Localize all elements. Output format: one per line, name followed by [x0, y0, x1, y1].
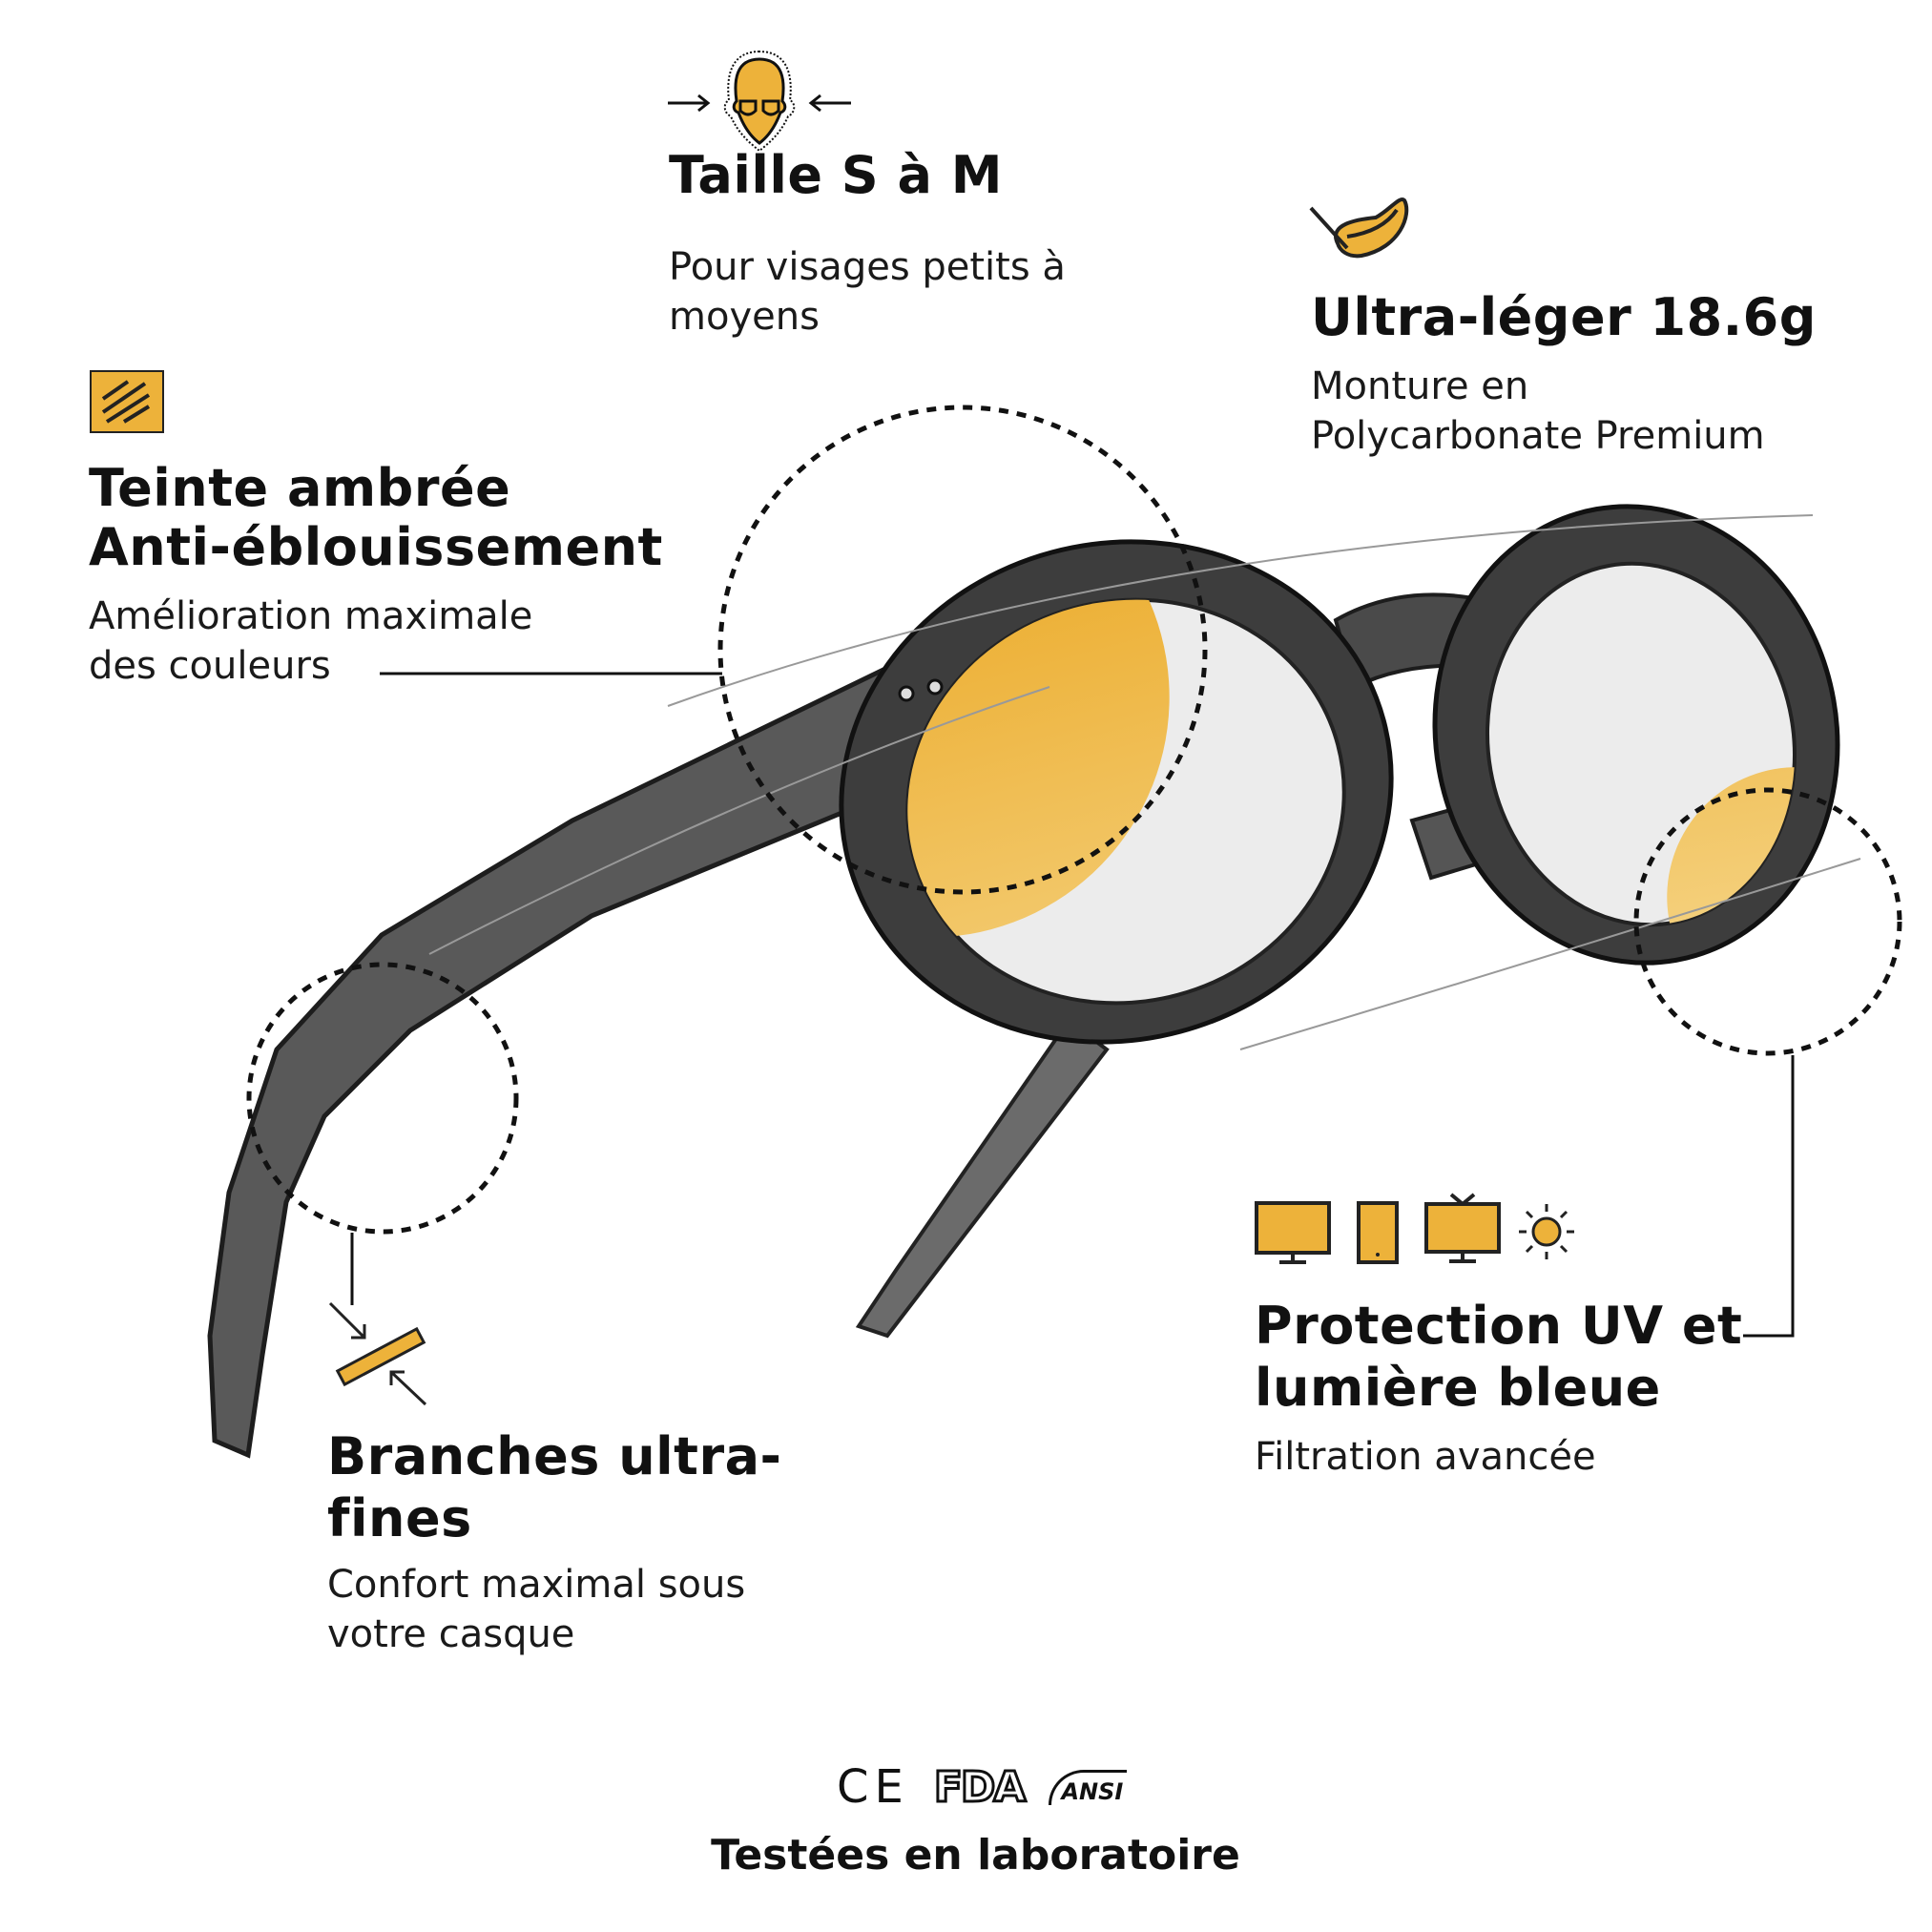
sun-icon: [1519, 1204, 1574, 1259]
tint-subtitle-line1: Amélioration maximale: [89, 594, 533, 638]
callout-circle-tint: [717, 405, 1208, 895]
tint-title-line2: Anti-éblouissement: [89, 517, 663, 577]
temples-subtitle-line2: votre casque: [327, 1612, 575, 1656]
certification-caption: Testées en laboratoire: [711, 1831, 1240, 1880]
ce-logo: CE: [837, 1760, 909, 1814]
protection-title-line1: Protection UV et: [1255, 1296, 1743, 1356]
weight-subtitle-line1: Monture en: [1311, 364, 1529, 408]
tint-subtitle-line2: des couleurs: [89, 644, 331, 688]
size-subtitle-line1: Pour visages petits à: [669, 245, 1066, 289]
fda-logo: FDA: [932, 1761, 1028, 1813]
size-subtitle-line2: moyens: [669, 295, 820, 339]
thin-temple-icon: [328, 1301, 427, 1406]
weight-subtitle-line2: Polycarbonate Premium: [1311, 414, 1765, 458]
feather-icon: [1309, 197, 1409, 259]
tint-title-line1: Teinte ambrée: [89, 458, 511, 518]
protection-subtitle: Filtration avancée: [1255, 1435, 1596, 1479]
ansi-logo: ANSI: [1049, 1769, 1128, 1805]
protection-title-line2: lumière bleue: [1255, 1358, 1661, 1418]
temples-subtitle-line1: Confort maximal sous: [327, 1563, 746, 1607]
phone-icon: [1357, 1201, 1399, 1264]
tint-stripes-icon: [90, 370, 164, 433]
face-size-icon: [668, 50, 851, 153]
callout-circle-protection: [1633, 787, 1902, 1056]
temples-title-line1: Branches ultra-: [327, 1426, 782, 1486]
weight-title: Ultra-léger 18.6g: [1311, 287, 1817, 347]
size-title: Taille S à M: [669, 145, 1003, 205]
callout-circle-temple: [246, 962, 519, 1235]
temples-title-line2: fines: [327, 1488, 472, 1548]
tv-icon: [1424, 1193, 1501, 1263]
monitor-icon: [1255, 1201, 1331, 1264]
